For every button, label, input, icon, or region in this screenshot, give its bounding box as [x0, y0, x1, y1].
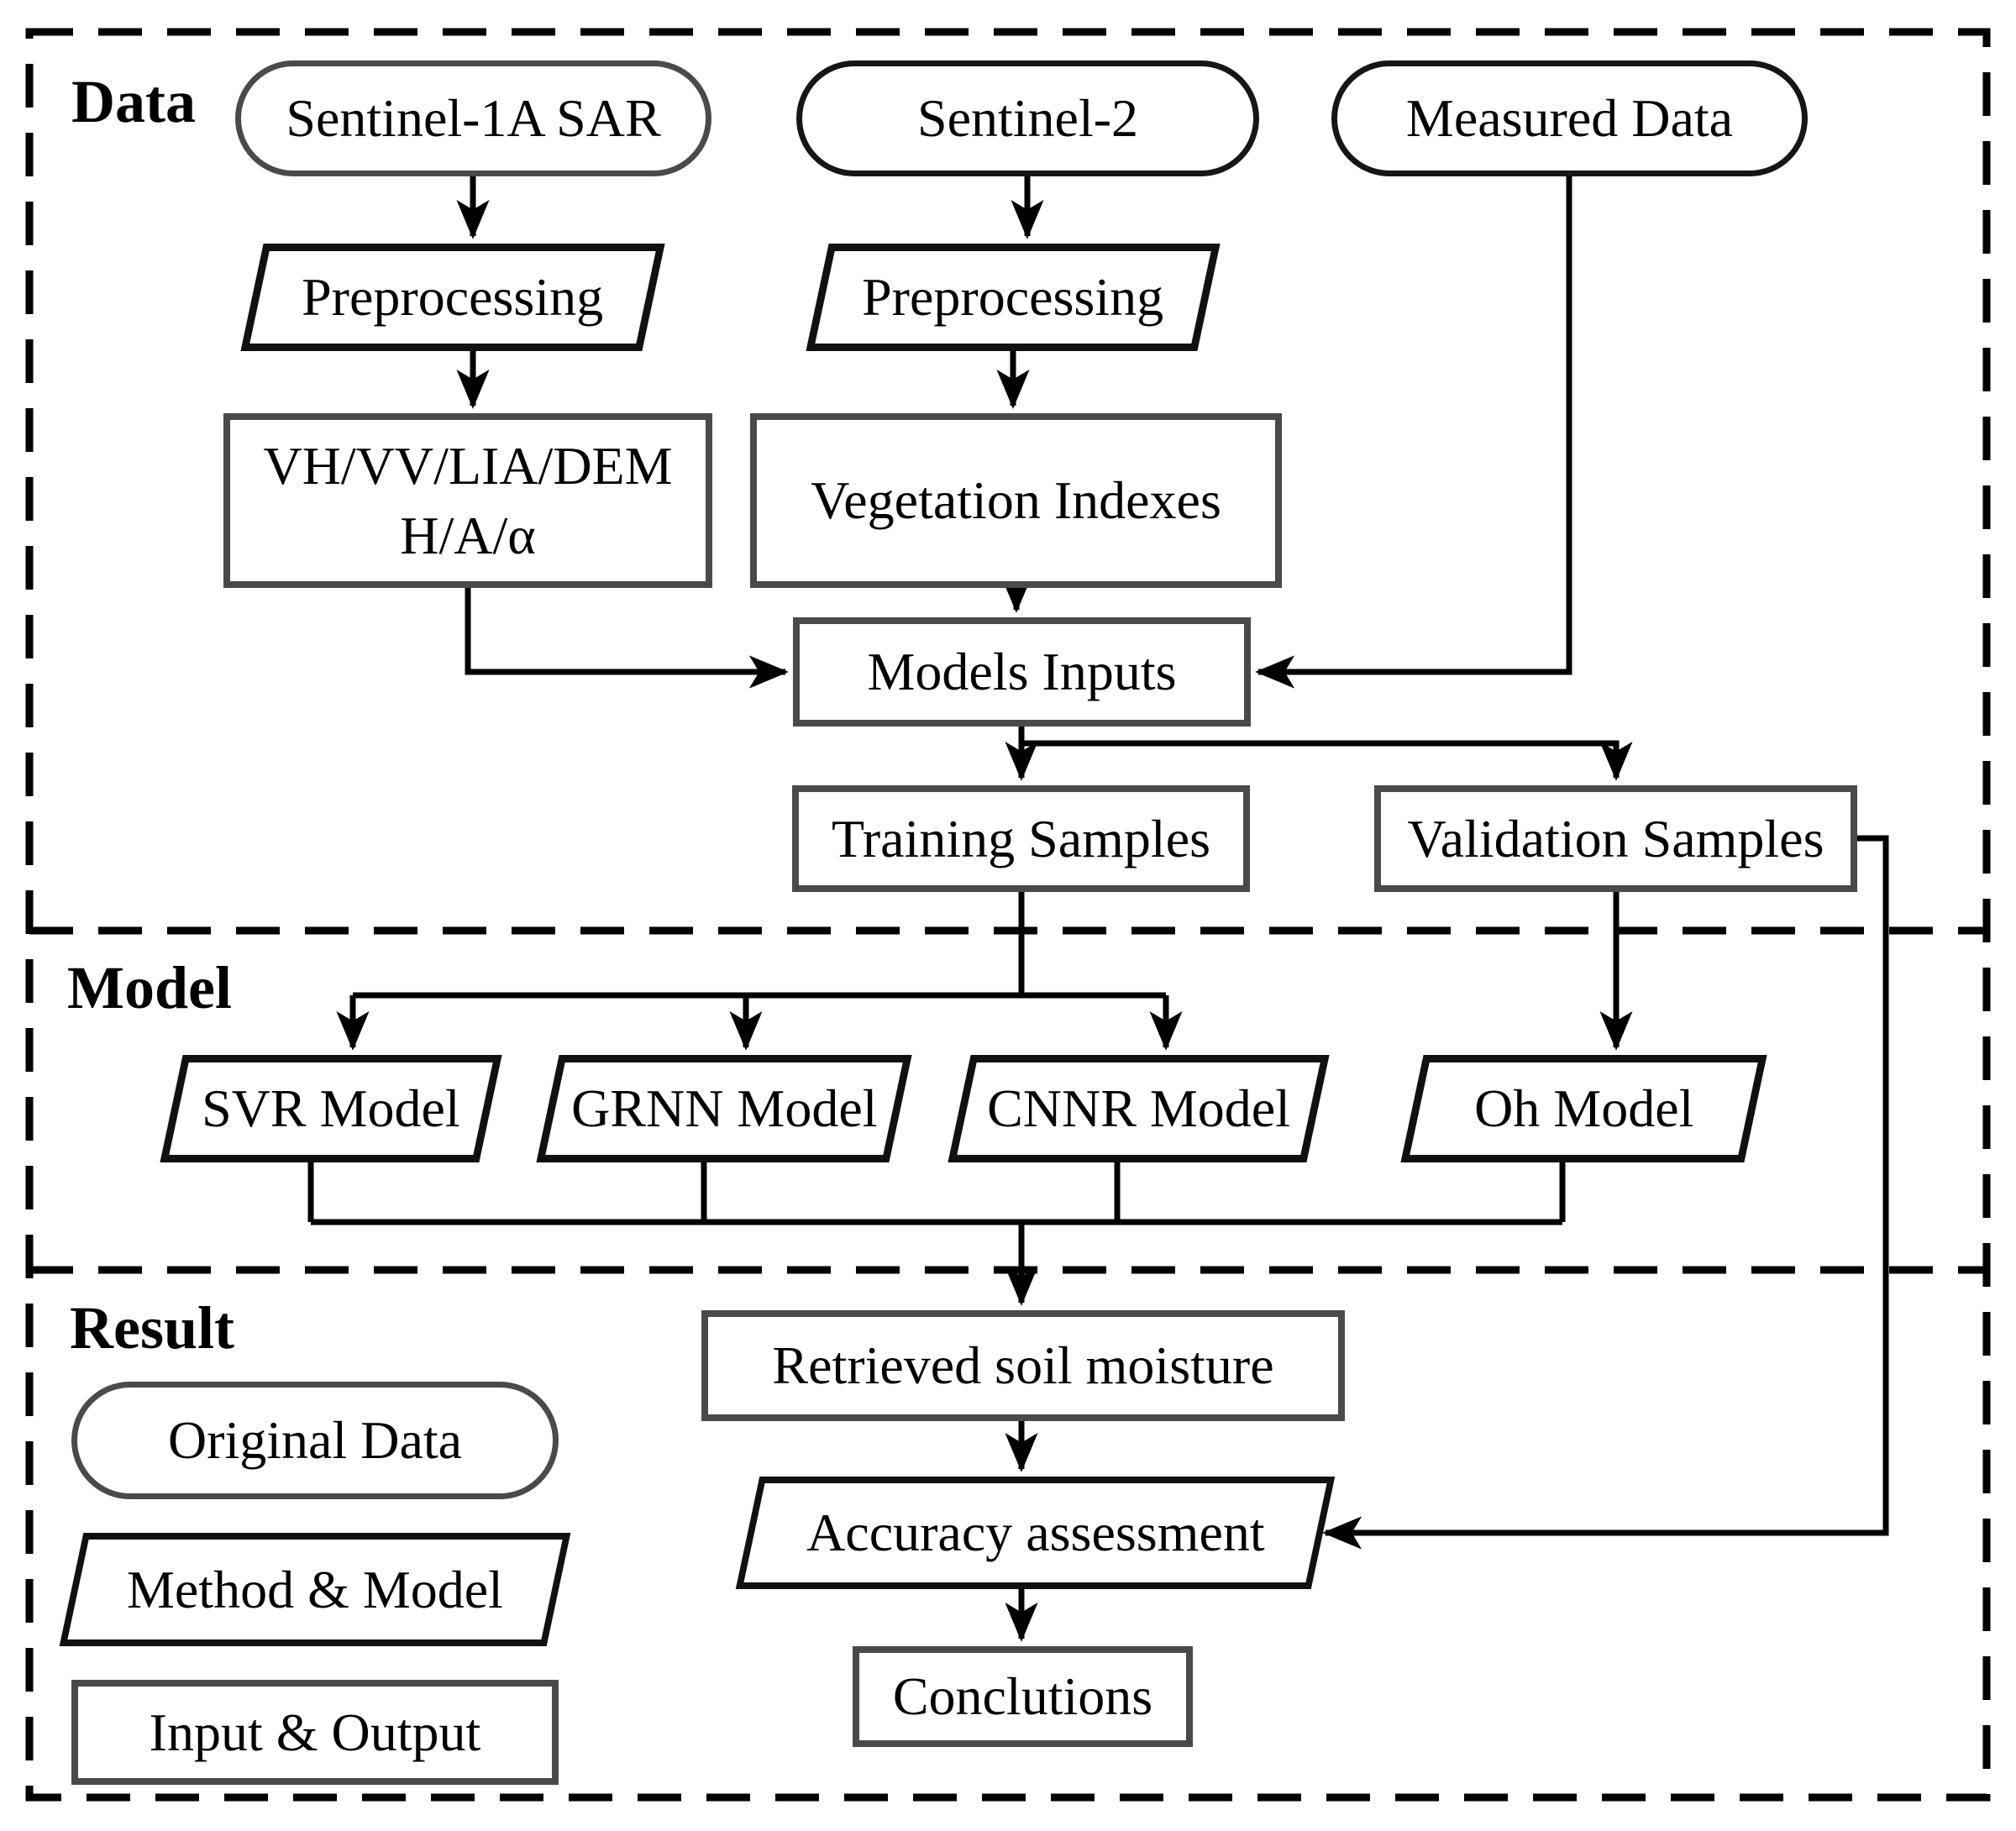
node-sentinel-1a-sar: Sentinel-1A SAR [235, 60, 711, 176]
section-label-model: Model [67, 954, 232, 1021]
node-cnnr-model-label: CNNR Model [987, 1078, 1290, 1139]
node-validation-samples: Validation Samples [1374, 785, 1857, 892]
arrow-sar-features-to-models-inputs [465, 588, 789, 689]
legend-method-model: Method & Model [59, 1533, 571, 1646]
legend-input-output-label: Input & Output [149, 1702, 481, 1762]
node-oh-model: Oh Model [1400, 1055, 1767, 1162]
node-grnn-model: GRNN Model [536, 1055, 912, 1162]
node-oh-model-label: Oh Model [1473, 1078, 1694, 1139]
node-sentinel-1a-sar-label: Sentinel-1A SAR [286, 88, 661, 149]
node-svr-model: SVR Model [160, 1055, 502, 1162]
node-grnn-model-label: GRNN Model [570, 1078, 878, 1139]
node-retrieved-soil-moisture-label: Retrieved soil moisture [772, 1335, 1274, 1396]
arrow-models-inputs-to-validation-samples [1021, 740, 1633, 781]
node-measured-data: Measured Data [1331, 60, 1808, 176]
node-preprocessing-sar: Preprocessing [240, 244, 665, 351]
legend-original-data-label: Original Data [167, 1410, 463, 1471]
section-label-data: Data [71, 68, 196, 135]
node-preprocessing-s2: Preprocessing [806, 244, 1221, 351]
node-accuracy-assessment: Accuracy assessment [735, 1477, 1336, 1589]
legend-input-output: Input & Output [71, 1680, 559, 1785]
node-training-samples: Training Samples [792, 785, 1250, 892]
node-vegetation-indexes: Vegetation Indexes [750, 413, 1282, 588]
node-svr-model-label: SVR Model [202, 1078, 460, 1139]
node-conclusions-label: Conclutions [892, 1666, 1153, 1727]
node-retrieved-soil-moisture: Retrieved soil moisture [701, 1310, 1345, 1421]
node-models-inputs: Models Inputs [793, 617, 1251, 727]
legend-original-data: Original Data [71, 1382, 559, 1499]
node-models-inputs-label: Models Inputs [867, 642, 1177, 702]
arrow-measured-data-to-models-inputs [1255, 176, 1572, 689]
node-preprocessing-s2-label: Preprocessing [862, 267, 1164, 328]
node-validation-samples-label: Validation Samples [1407, 808, 1824, 868]
node-sar-features-line2: H/A/α [400, 506, 536, 565]
node-sar-features-line1: VH/VV/LIA/DEM [263, 435, 673, 496]
node-training-samples-label: Training Samples [832, 808, 1210, 868]
legend-method-model-label: Method & Model [127, 1559, 503, 1619]
node-measured-data-label: Measured Data [1405, 88, 1734, 149]
section-label-result: Result [70, 1294, 234, 1361]
node-vegetation-indexes-label: Vegetation Indexes [811, 470, 1221, 531]
node-sentinel-2-label: Sentinel-2 [916, 88, 1139, 149]
node-conclusions: Conclutions [853, 1646, 1193, 1747]
node-sentinel-2: Sentinel-2 [796, 60, 1259, 176]
node-sar-features: VH/VV/LIA/DEM H/A/α [223, 413, 712, 588]
arrow-validation-samples-to-accuracy-assessment [1322, 835, 1889, 1550]
node-preprocessing-sar-label: Preprocessing [302, 267, 604, 328]
node-cnnr-model: CNNR Model [948, 1055, 1330, 1162]
node-accuracy-assessment-label: Accuracy assessment [806, 1503, 1265, 1563]
outer-dashed-frame [25, 28, 1991, 1802]
